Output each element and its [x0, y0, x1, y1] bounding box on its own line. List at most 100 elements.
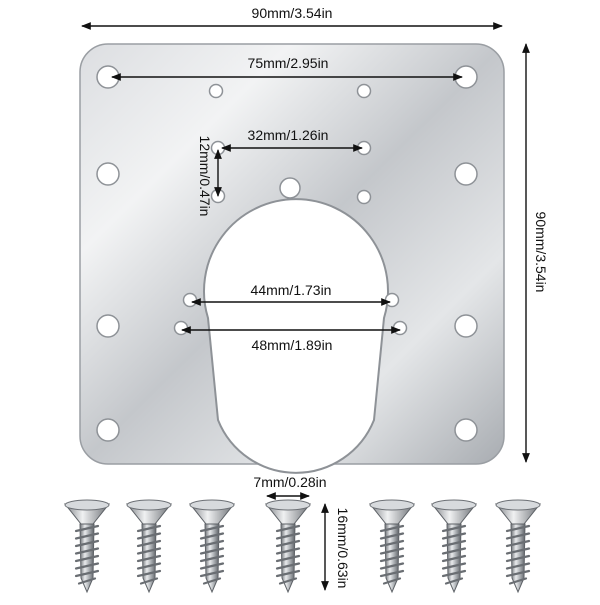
screw-thread [199, 562, 225, 570]
screw-thread [441, 547, 467, 555]
screw-thread [441, 532, 467, 540]
dim-inner-hole-spacing: 44mm/1.73in [191, 282, 391, 306]
dim-screw-head: 7mm/0.28in [253, 474, 327, 500]
screw-thread [74, 539, 100, 548]
screw-thread [441, 569, 467, 578]
screw-thread [74, 547, 100, 555]
plate-hole [454, 418, 478, 442]
plate-height-label: 90mm/3.54in [533, 212, 549, 293]
screw-thread [275, 532, 301, 540]
dim-screw-length: 16mm/0.63in [321, 503, 351, 591]
plate-hole [356, 83, 372, 99]
screw-thread [379, 547, 405, 555]
plate-hole [384, 292, 400, 308]
screw-thread [136, 539, 162, 548]
screw-head-face [495, 499, 541, 511]
screw-thread [441, 562, 467, 570]
screw-thread [74, 562, 100, 570]
dim-upper-hole-spacing-h: 32mm/1.26in [221, 127, 363, 152]
screw-thread [278, 577, 298, 585]
screw-head-face [126, 499, 172, 511]
screw-head-face [189, 499, 235, 511]
plate-hole [96, 418, 120, 442]
screw-thread [275, 547, 301, 555]
dim-plate-height: 90mm/3.54in [522, 43, 549, 463]
inner-hole-spacing-label: 44mm/1.73in [251, 282, 332, 298]
screw-thread [136, 547, 162, 555]
screw-thread [136, 562, 162, 570]
screw-thread [74, 524, 100, 533]
plate-hole [392, 320, 408, 336]
dim-plate-width: 90mm/3.54in [81, 5, 503, 30]
screw-thread [275, 569, 301, 578]
screw-thread [275, 524, 301, 533]
screw [125, 499, 173, 594]
mounting-plate [79, 43, 505, 474]
screw-thread [136, 554, 162, 563]
plate-hole [279, 177, 301, 199]
screw-thread [136, 569, 162, 578]
dim-outer-hole-spacing: 75mm/2.95in [111, 55, 463, 81]
screw-thread [379, 524, 405, 533]
screw-thread [441, 524, 467, 533]
screw-thread [74, 532, 100, 540]
screw-thread [444, 577, 464, 585]
upper-hole-spacing-h-label: 32mm/1.26in [248, 127, 329, 143]
screw-thread [74, 569, 100, 578]
center-cutout [203, 198, 389, 474]
screw-thread [275, 554, 301, 563]
screw-head-face [431, 499, 477, 511]
screw-thread [199, 569, 225, 578]
screw-thread [505, 569, 531, 578]
screw-thread [379, 554, 405, 563]
screw [430, 499, 478, 594]
screw [494, 499, 542, 594]
lower-hole-spacing-label: 48mm/1.89in [252, 337, 333, 353]
screw-thread [379, 562, 405, 570]
plate-hole [182, 292, 198, 308]
screw-thread [275, 539, 301, 548]
screw-thread [505, 539, 531, 548]
outer-hole-spacing-label: 75mm/2.95in [248, 55, 329, 71]
screw [368, 499, 416, 594]
screw-set [63, 499, 542, 594]
screw-head-face [369, 499, 415, 511]
screw-thread [139, 577, 159, 585]
screw-thread [441, 539, 467, 548]
screw-thread [379, 532, 405, 540]
screw-thread [136, 524, 162, 533]
dim-lower-hole-spacing: 48mm/1.89in [181, 326, 401, 353]
screw-head-face [265, 499, 311, 511]
screw [63, 499, 111, 594]
upper-hole-spacing-v-label: 12mm/0.47in [197, 136, 213, 217]
screw-thread [505, 532, 531, 540]
screw-thread [382, 577, 402, 585]
screw-thread [202, 577, 222, 585]
screw-thread [505, 524, 531, 533]
screw-thread [77, 577, 97, 585]
screw [264, 499, 312, 594]
screw-thread [199, 524, 225, 533]
screw-thread [379, 569, 405, 578]
dim-upper-hole-spacing-v: 12mm/0.47in [197, 136, 222, 217]
screw-length-label: 16mm/0.63in [335, 508, 351, 589]
screw-thread [74, 554, 100, 563]
plate-hole [96, 314, 120, 338]
screw-thread [505, 554, 531, 563]
screw [188, 499, 236, 594]
screw-thread [505, 562, 531, 570]
screw-thread [199, 539, 225, 548]
plate-hole [96, 162, 120, 186]
plate-width-label: 90mm/3.54in [252, 5, 333, 21]
screw-head-label: 7mm/0.28in [253, 474, 326, 490]
plate-hole [454, 162, 478, 186]
screw-thread [441, 554, 467, 563]
screw-thread [505, 547, 531, 555]
screw-thread [199, 532, 225, 540]
screw-head-face [64, 499, 110, 511]
plate-hole [356, 189, 372, 205]
plate-hole [173, 320, 189, 336]
screw-thread [199, 547, 225, 555]
